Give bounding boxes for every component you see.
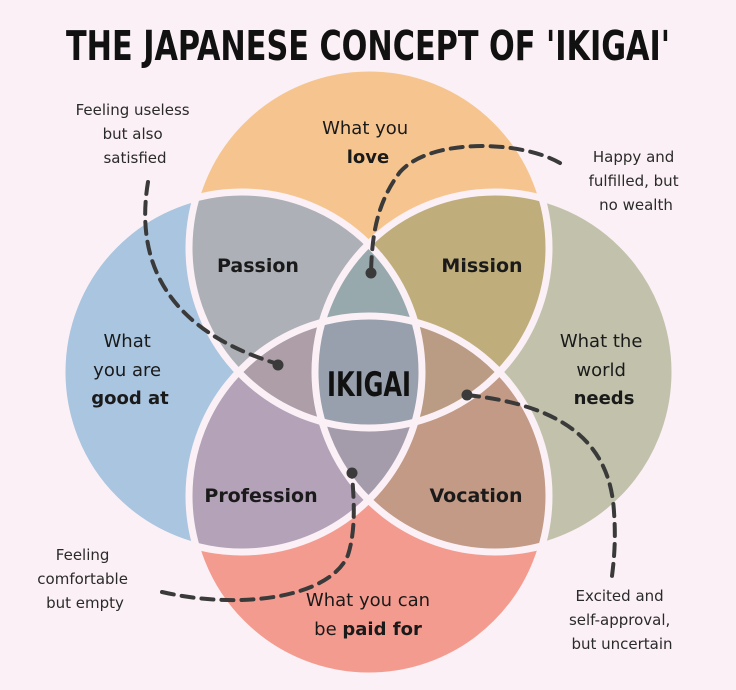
note-top-left-line2: but also xyxy=(103,125,163,143)
note-bottom-left-line1: Feeling xyxy=(56,546,110,564)
paid-for-label-line2: be xyxy=(314,619,342,640)
label-profession: Profession xyxy=(204,485,317,507)
svg-text:Feeling comfortable bu: Feeling comfortable but empty xyxy=(37,546,132,612)
good-at-label-line1: What xyxy=(103,331,150,352)
leader-dot-top-left xyxy=(272,359,284,371)
leader-dot-bottom-right xyxy=(461,389,473,401)
note-bottom-right-line3: but uncertain xyxy=(571,635,672,653)
note-top-left-line3: satisfied xyxy=(103,149,166,167)
svg-text:Feeling useless but also: Feeling useless but also satisfied xyxy=(76,101,195,167)
svg-text:What you are good at: What you are good at xyxy=(91,331,169,409)
note-top-right-line3: no wealth xyxy=(599,196,673,214)
note-bottom-left-line3: but empty xyxy=(46,594,124,612)
label-passion: Passion xyxy=(217,255,299,277)
note-top-right-line2: fulfilled, but xyxy=(589,172,679,190)
note-bottom-right-line2: self-approval, xyxy=(569,611,670,629)
leader-line-top-right xyxy=(369,144,562,274)
leader-line-bottom-left xyxy=(160,472,356,602)
world-needs-label-line2: world xyxy=(576,360,626,381)
note-top-left-line1: Feeling useless xyxy=(76,101,190,119)
svg-text:What the world needs: What the world needs xyxy=(560,331,648,409)
paid-for-label-line2-bold: paid for xyxy=(342,619,422,640)
leader-dot-top-right xyxy=(365,267,377,279)
leader-dot-bottom-left xyxy=(346,467,358,479)
svg-text:Happy and fulfilled, but: Happy and fulfilled, but no wealth xyxy=(589,148,684,214)
love-label-line2: love xyxy=(347,147,389,168)
label-ikigai-center: IKIGAI xyxy=(327,365,411,405)
world-needs-label-line1: What the xyxy=(560,331,643,352)
good-at-label-line2: you are xyxy=(93,360,161,381)
note-bottom-left-line2: comfortable xyxy=(37,570,128,588)
svg-text:be paid for: be paid for xyxy=(314,619,422,640)
leader-line-top-left xyxy=(143,180,280,366)
good-at-label-line3: good at xyxy=(91,388,169,409)
label-vocation: Vocation xyxy=(430,485,523,507)
svg-text:Excited and self-approval,: Excited and self-approval, but uncertain xyxy=(569,587,675,653)
world-needs-label-line3: needs xyxy=(574,388,635,409)
leader-line-bottom-right xyxy=(465,393,617,578)
note-top-right-line1: Happy and xyxy=(593,148,674,166)
love-label-line1: What you xyxy=(322,118,408,139)
note-bottom-right-line1: Excited and xyxy=(576,587,664,605)
paid-for-label-line1: What you can xyxy=(306,590,430,611)
label-mission: Mission xyxy=(441,255,522,277)
page-title: THE JAPANESE CONCEPT OF 'IKIGAI' xyxy=(66,22,670,70)
svg-text:What you love: What you love xyxy=(322,118,414,168)
svg-text:What you can: What you can xyxy=(306,590,430,611)
